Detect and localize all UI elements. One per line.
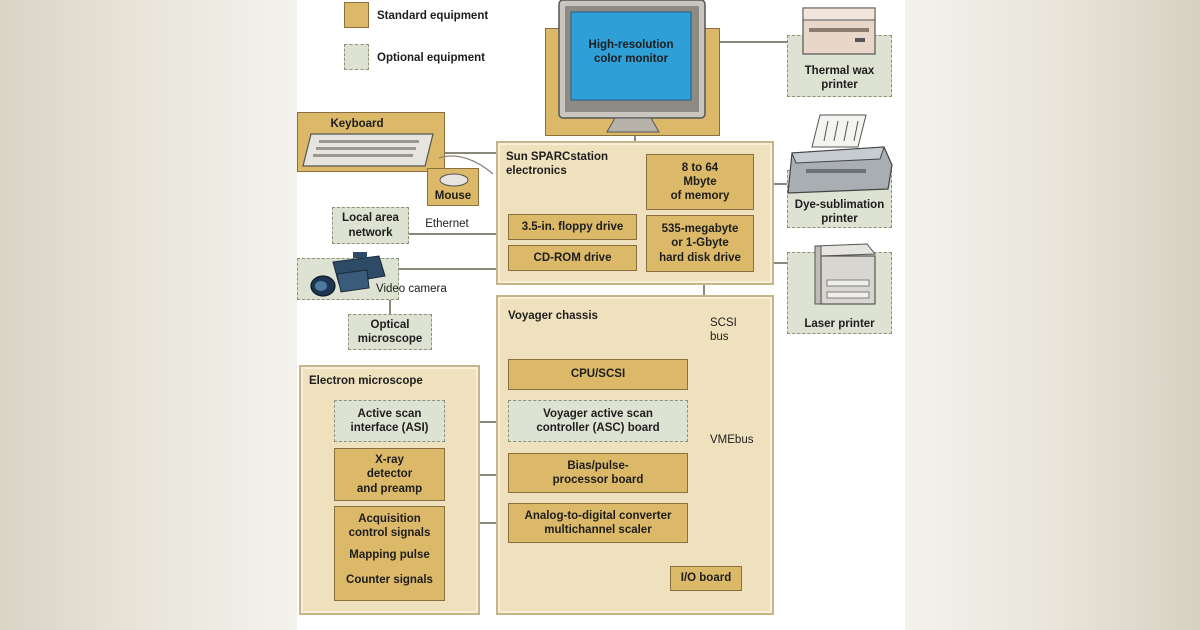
cdrom-drive-box: CD-ROM drive — [508, 245, 637, 271]
counter-signals-label: Counter signals — [346, 574, 433, 587]
video-camera-icon — [310, 252, 386, 297]
legend-optional-label: Optional equipment — [377, 52, 485, 64]
sun-title: Sun SPARCstation electronics — [506, 151, 609, 178]
acq-control-label-2: control signals — [348, 527, 431, 540]
dye-printer-label: Dye-sublimation printer — [794, 199, 885, 226]
legend-optional-swatch — [344, 44, 369, 70]
adc-board: Analog-to-digital converter multichannel… — [508, 503, 688, 543]
mouse-cord — [438, 155, 494, 175]
keyboard-icon — [302, 133, 434, 167]
ethernet-label: Ethernet — [425, 218, 469, 230]
electron-microscope-title: Electron microscope — [309, 375, 423, 387]
acq-control-label: Acquisition — [358, 513, 421, 525]
line-sun-laser — [774, 262, 796, 264]
io-board: I/O board — [670, 566, 742, 591]
cpu-scsi-board: CPU/SCSI — [508, 359, 688, 390]
laser-printer-icon — [814, 243, 877, 305]
lan-box: Local area network — [332, 207, 409, 244]
asi-box: Active scan interface (ASI) — [334, 400, 445, 442]
legend-standard-label: Standard equipment — [377, 10, 489, 22]
line-keyboard-sun — [445, 152, 497, 154]
legend-standard-swatch — [344, 2, 369, 28]
signals-box: Acquisition control signals Mapping puls… — [334, 506, 445, 601]
diagram-panel: Standard equipment Optional equipment Hi… — [297, 0, 905, 630]
keyboard-label: Keyboard — [330, 118, 384, 130]
voyager-title: Voyager chassis — [508, 310, 598, 322]
line-camera-sun — [399, 268, 497, 270]
xray-detector-box: X-ray detector and preamp — [334, 448, 445, 501]
line-monitor-thermal — [707, 41, 787, 43]
line-lan-sun — [409, 233, 497, 235]
line-camera-microscope — [389, 300, 391, 316]
mouse-box — [427, 168, 479, 206]
thermal-printer-label: Thermal wax printer — [804, 65, 875, 92]
thermal-printer-icon — [802, 7, 876, 55]
dye-printer-icon — [787, 114, 893, 194]
monitor-label: High-resolution color monitor — [588, 39, 674, 66]
vmebus-label: VMEbus — [710, 434, 754, 446]
laser-printer-label: Laser printer — [804, 318, 875, 330]
memory-box: 8 to 64 Mbyte of memory — [646, 154, 754, 210]
video-camera-label: Video camera — [376, 283, 447, 295]
floppy-drive-box: 3.5-in. floppy drive — [508, 214, 637, 240]
monitor-icon — [558, 0, 706, 133]
mapping-pulse-label: Mapping pulse — [349, 549, 430, 562]
line-sun-dye — [774, 183, 796, 185]
bias-pulse-board: Bias/pulse- processor board — [508, 453, 688, 493]
mouse-icon — [439, 173, 469, 187]
hard-disk-box: 535-megabyte or 1-Gbyte hard disk drive — [646, 215, 754, 272]
asc-board: Voyager active scan controller (ASC) boa… — [508, 400, 688, 442]
mouse-label: Mouse — [434, 190, 472, 202]
optical-microscope-box: Optical microscope — [348, 314, 432, 350]
scsi-bus-label: SCSI bus — [710, 317, 737, 344]
